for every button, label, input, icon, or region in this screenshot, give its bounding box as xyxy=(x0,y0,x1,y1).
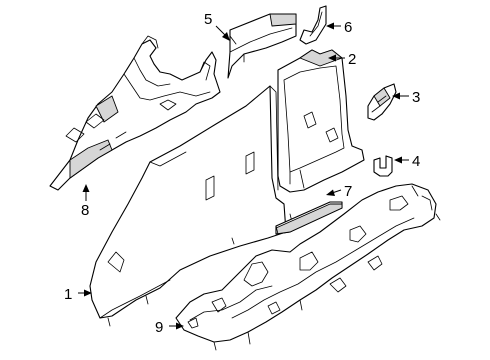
callout-3: 3 xyxy=(412,89,420,106)
callout-7: 7 xyxy=(344,183,352,200)
part-3-bracket[interactable] xyxy=(367,83,397,121)
part-6-bracket[interactable] xyxy=(299,5,327,45)
part-1-quarter-trim-panel[interactable] xyxy=(89,85,293,327)
callout-leaders xyxy=(78,22,409,330)
part-5-upper-trim[interactable] xyxy=(227,13,297,79)
part-9-floor-trim[interactable] xyxy=(175,183,441,351)
part-8-quarter-trim-upper[interactable] xyxy=(49,35,221,191)
callout-4: 4 xyxy=(412,153,420,170)
callout-2: 2 xyxy=(348,51,356,68)
callout-labels: 1 2 3 4 5 6 7 8 9 xyxy=(64,11,420,336)
part-4-clip[interactable] xyxy=(373,155,393,177)
callout-5: 5 xyxy=(204,11,212,28)
callout-8: 8 xyxy=(81,202,89,219)
part-7-strip[interactable] xyxy=(275,201,343,235)
callout-9: 9 xyxy=(155,319,163,336)
callout-1: 1 xyxy=(64,286,72,303)
callout-6: 6 xyxy=(344,19,352,36)
part-2-side-panel[interactable] xyxy=(277,49,365,193)
